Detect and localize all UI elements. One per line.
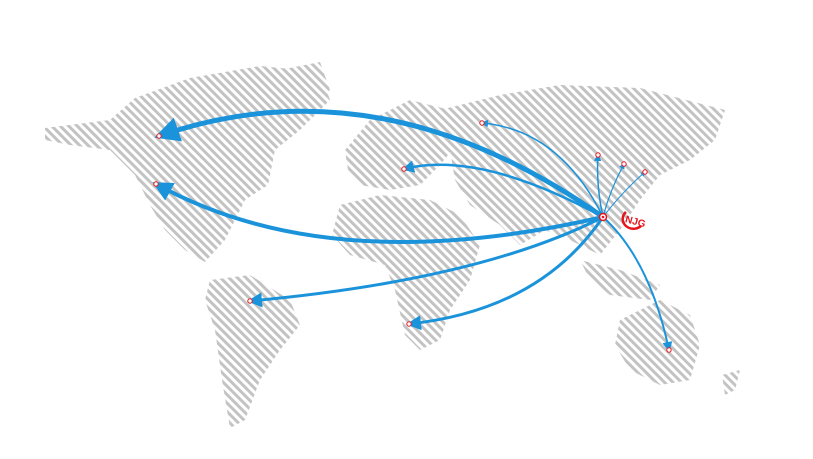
destination-marker-icon [156, 133, 162, 139]
continents [45, 62, 740, 428]
destination-marker-icon [247, 298, 253, 304]
route-arrow [480, 119, 604, 218]
destination-marker-icon [479, 120, 485, 126]
route-arrow [406, 216, 605, 331]
logo-text: NJG [624, 214, 647, 230]
route-arrow [401, 160, 604, 219]
destination-marker-icon [401, 166, 407, 172]
routes [152, 108, 673, 352]
africa [332, 195, 480, 350]
route-arrow [152, 182, 604, 244]
destination-marker-icon [153, 181, 159, 187]
markers [153, 120, 672, 353]
asia [440, 85, 725, 255]
destination-marker-icon [666, 347, 672, 353]
destination-marker-icon [406, 321, 412, 327]
route-arrow [247, 215, 604, 308]
route-arrow [154, 108, 605, 220]
destination-marker-icon [621, 161, 627, 167]
route-arrow [602, 162, 625, 218]
destination-marker-icon [642, 169, 648, 175]
logo-swoosh-icon [621, 211, 642, 230]
origin-logo: NJG [621, 211, 647, 230]
destination-marker-icon [595, 152, 601, 158]
origin-marker-dot [601, 215, 605, 219]
route-arrow [602, 216, 673, 352]
south-america [205, 275, 300, 428]
europe [345, 100, 460, 190]
southeast-asia [580, 260, 660, 300]
route-arrow [593, 153, 604, 218]
new-zealand [722, 370, 740, 395]
australia [615, 300, 700, 385]
greenland [280, 62, 330, 110]
route-arrow [602, 171, 646, 218]
